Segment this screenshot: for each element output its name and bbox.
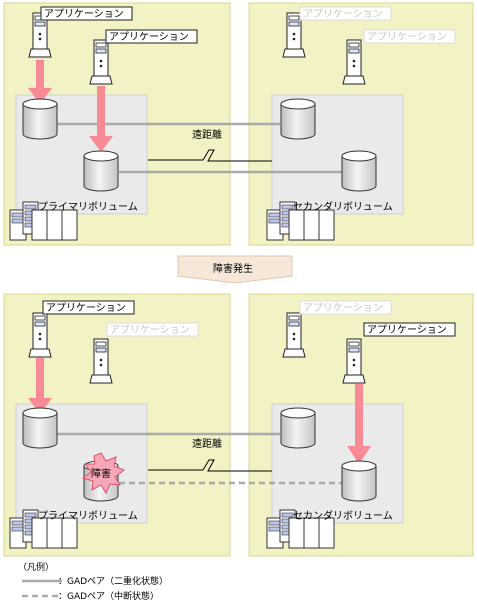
app-label-box-inactive [299,300,392,315]
primary-volume-label: プライマリボリューム [38,201,138,213]
bottom-scenario: 遠距離 アプリケーション アプリケーション アプリケーション アプリケーション … [3,293,474,557]
app-label-secondary-1: アプリケーション [303,302,383,314]
io-arrow [28,358,52,414]
failure-event-arrow: 障害発生 [177,255,293,284]
app-label-primary-1: アプリケーション [44,8,124,20]
volume-icon [341,460,377,502]
io-arrow [28,60,52,104]
volume-icon [22,98,58,140]
failure-label: 障害 [91,467,111,480]
app-label-secondary-2: アプリケーション [367,324,447,336]
app-label-box [363,322,456,337]
distance-label: 遠距離 [192,437,222,450]
volume-icon [341,150,377,192]
primary-volume-label: プライマリボリューム [38,510,138,522]
failure-burst-icon: 障害 [81,452,125,495]
app-label-secondary-2: アプリケーション [367,31,447,43]
app-label-box [40,6,133,21]
distance-label: 遠距離 [192,128,222,141]
app-label-box [42,300,135,315]
volume-icon [22,407,58,449]
app-label-primary-1: アプリケーション [46,302,126,314]
app-label-box-inactive [299,6,392,21]
failure-event-label: 障害発生 [213,262,253,275]
app-label-box-inactive [106,322,199,337]
long-distance-link [148,149,272,162]
app-label-primary-2: アプリケーション [110,324,190,336]
io-arrow-failover [347,384,371,464]
app-label-box-inactive [363,29,456,44]
volume-icon [280,407,316,449]
io-arrow [89,86,113,152]
legend-title: （凡例） [18,561,54,573]
legend-dashed-label: ：GADペア（中断状態） [58,590,159,602]
app-label-primary-2: アプリケーション [109,31,189,43]
legend: （凡例） ：GADペア（二重化状態） ：GADペア（中断状態） [18,561,168,602]
secondary-volume-label: セカンダリボリューム [293,509,393,522]
top-scenario: 遠距離 アプリケーション アプリケーション アプリケーション アプリケーション [3,2,474,246]
long-distance-link [148,459,272,472]
volume-icon [280,98,316,140]
secondary-volume-label: セカンダリボリューム [293,200,393,213]
legend-solid-label: ：GADペア（二重化状態） [58,575,168,587]
app-label-secondary-1: アプリケーション [303,8,383,20]
volume-icon [83,150,119,192]
app-label-box [105,29,198,44]
